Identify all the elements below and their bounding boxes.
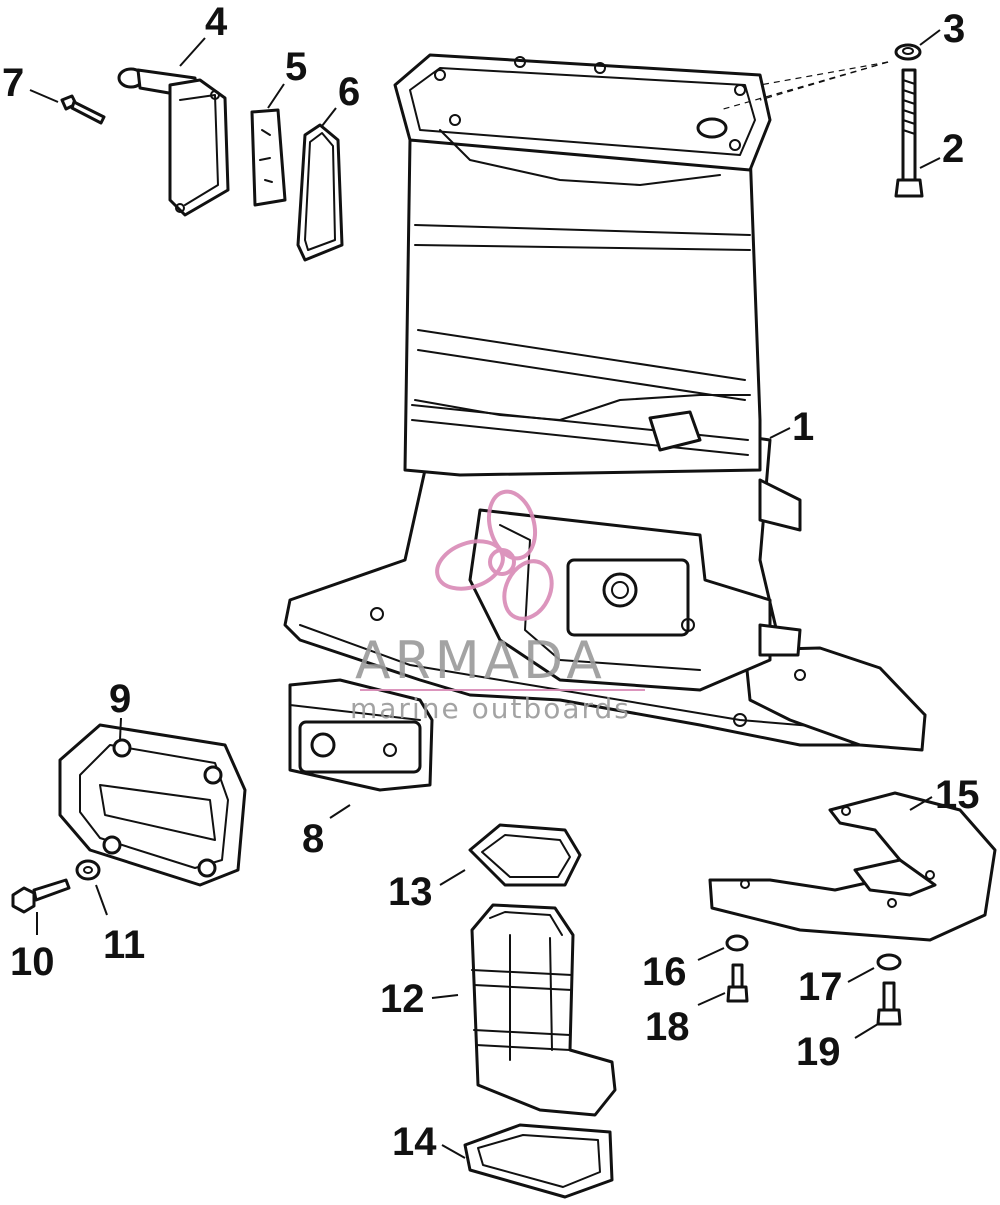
callout-3: 3 (943, 7, 965, 51)
bolt-19 (876, 981, 902, 1026)
callout-14: 14 (392, 1120, 437, 1164)
bolt-18 (726, 963, 749, 1003)
callout-19: 19 (796, 1030, 841, 1074)
cover-plate (250, 108, 287, 207)
lower-seal (463, 1123, 614, 1199)
water-inlet-elbow (117, 67, 230, 217)
watermark-brand: ARMADA (355, 631, 606, 691)
callout-9: 9 (109, 677, 131, 721)
leader-lines (29, 29, 941, 1159)
callout-10: 10 (10, 940, 55, 984)
washer-11 (75, 859, 101, 881)
callout-16: 16 (642, 950, 687, 994)
callout-4: 4 (205, 0, 228, 44)
mount-bracket (288, 678, 434, 792)
callout-2: 2 (942, 127, 964, 171)
anti-ventilation-plate (708, 791, 997, 942)
watermark-tagline: marine outboards (350, 692, 631, 725)
drive-shaft-housing (283, 53, 927, 752)
gasket (296, 123, 344, 262)
callout-15: 15 (935, 773, 980, 817)
callout-13: 13 (388, 870, 433, 914)
armada-logo-icon (435, 489, 554, 621)
upper-seal (468, 823, 582, 887)
watermark: ARMADA marine outboards (350, 489, 645, 725)
housing-bolt (894, 68, 924, 198)
screw-7 (60, 94, 106, 125)
bolt-10 (11, 878, 71, 914)
callout-17: 17 (798, 965, 843, 1009)
washer-17 (876, 953, 902, 971)
washer (894, 43, 922, 61)
callout-labels: 1 2 3 4 5 6 7 8 9 10 11 12 13 14 15 16 1… (2, 0, 980, 1164)
washer-16 (725, 934, 749, 952)
callout-12: 12 (380, 977, 425, 1021)
callout-18: 18 (645, 1005, 690, 1049)
callout-5: 5 (285, 45, 307, 89)
callout-7: 7 (2, 61, 24, 105)
callout-6: 6 (338, 70, 360, 114)
callout-8: 8 (302, 817, 324, 861)
callout-11: 11 (103, 923, 145, 967)
exhaust-tube (470, 903, 617, 1117)
side-cover (58, 723, 247, 887)
callout-1: 1 (792, 405, 814, 449)
alignment-lines (719, 61, 889, 111)
